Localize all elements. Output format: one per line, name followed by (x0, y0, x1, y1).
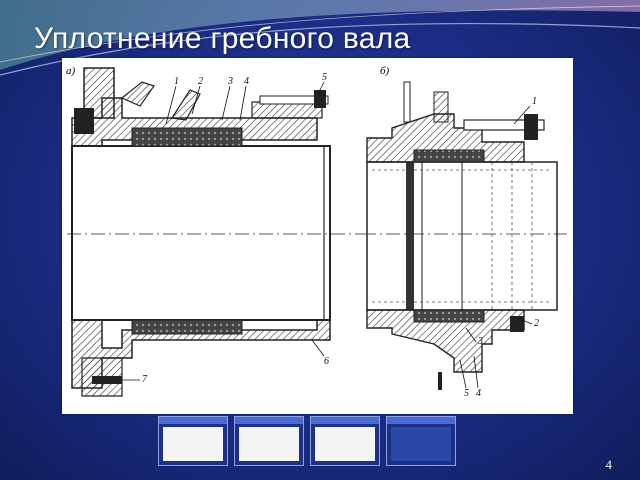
slide-thumbnail-2[interactable] (234, 416, 304, 466)
slide-title: Уплотнение гребного вала (34, 22, 411, 55)
callout-a-1: 1 (174, 76, 179, 87)
shaft-a (71, 145, 331, 321)
callout-a-7: 7 (142, 374, 148, 385)
technical-drawing-svg: а) 1 2 3 4 5 6 7 (66, 65, 567, 399)
callout-b-4: 4 (476, 388, 481, 399)
shaft-seal-drawing: а) 1 2 3 4 5 6 7 (62, 58, 573, 414)
callout-a-6: 6 (324, 356, 329, 367)
callout-a-3: 3 (227, 76, 233, 87)
label-panel-a: а) (66, 65, 76, 77)
slide-thumbnail-1[interactable] (158, 416, 228, 466)
callout-b-2: 2 (534, 318, 539, 329)
callout-b-3: 3 (477, 336, 483, 347)
callout-b-1: 1 (532, 96, 537, 107)
page-number: 4 (605, 457, 613, 472)
callout-a-2: 2 (198, 76, 203, 87)
slide-thumbnail-4[interactable] (386, 416, 456, 466)
slide-thumbnail-strip (158, 416, 458, 468)
drawing-b: б) 1 2 3 5 4 (362, 65, 567, 399)
slide-thumbnail-3[interactable] (310, 416, 380, 466)
header-swoosh-decoration (0, 0, 640, 76)
callout-a-5: 5 (322, 72, 327, 83)
callout-b-5: 5 (464, 388, 469, 399)
label-panel-b: б) (380, 65, 390, 77)
callout-a-4: 4 (244, 76, 249, 87)
drawing-a: а) 1 2 3 4 5 6 7 (66, 65, 362, 397)
